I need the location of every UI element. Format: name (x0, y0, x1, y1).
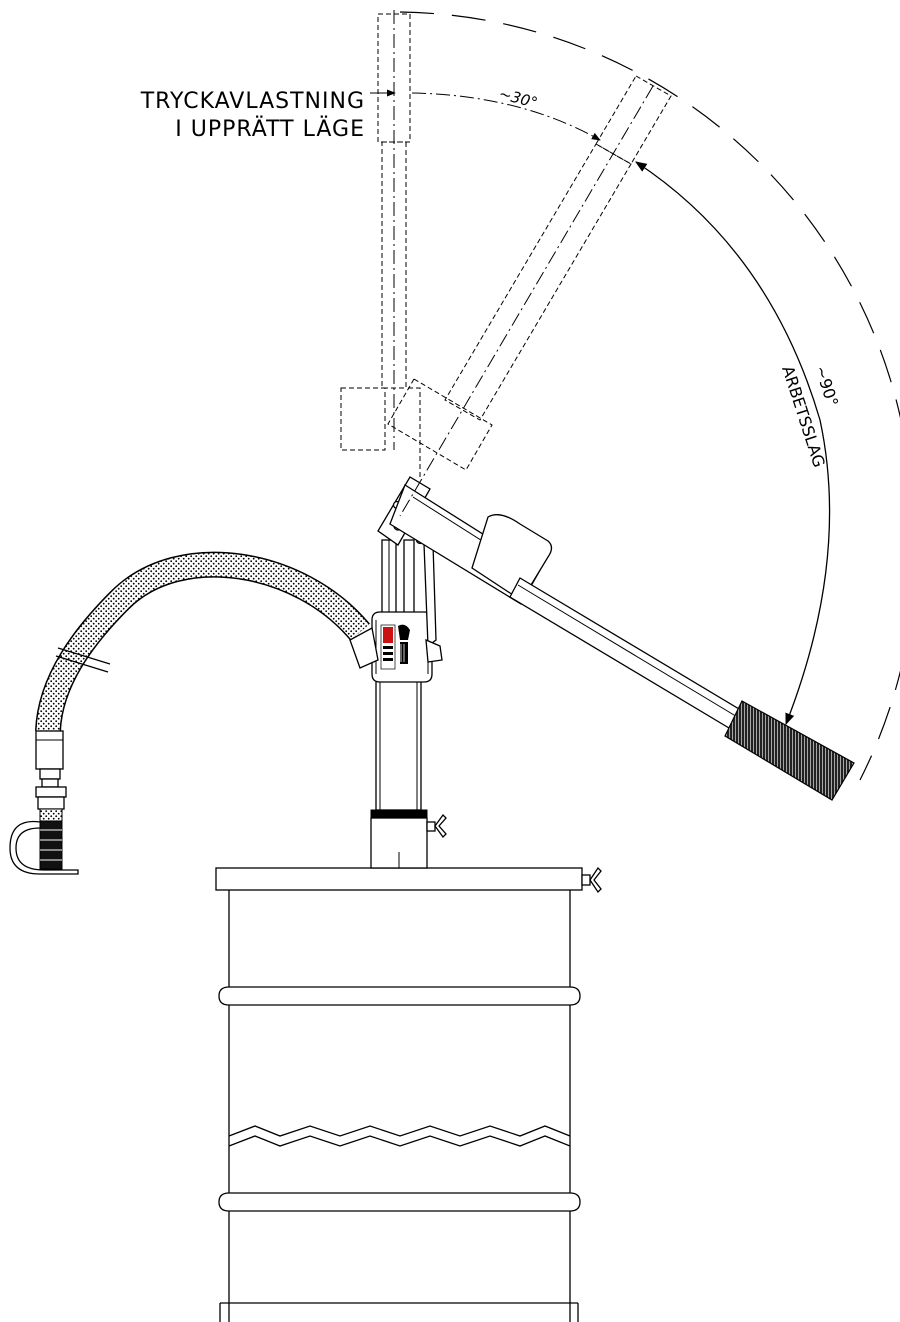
drum (215, 866, 602, 1322)
drum-break-line (228, 1125, 571, 1137)
handle-socket (471, 514, 553, 597)
hose-break-mark-2 (55, 655, 109, 673)
brand-logo-icon (398, 624, 410, 640)
handle-lever (389, 484, 745, 732)
pump-tube (375, 539, 422, 811)
handle-upright-phantom (340, 10, 421, 480)
drum-rib-upper (218, 986, 581, 1006)
coupler-clamp (9, 820, 79, 875)
adapter-wing-nut (426, 814, 447, 838)
arc-outer (399, 11, 900, 781)
angle-upright-label: ~30° (497, 84, 539, 112)
drum-lid (215, 867, 583, 891)
braided-hose (35, 551, 379, 788)
angle-stroke-label: ~90° (811, 363, 842, 409)
drum-break-line-lower (228, 1135, 571, 1147)
arc-30 (411, 92, 601, 141)
handle-30deg-phantom (387, 75, 672, 517)
bung-adapter (370, 809, 447, 869)
hose-break-mark-1 (57, 647, 111, 665)
lid-wing-nut (581, 866, 602, 894)
drum-rib-lower (218, 1192, 581, 1212)
pressure-relief-line1: TRYCKAVLASTNING (140, 89, 365, 114)
angle-arcs (370, 11, 900, 781)
arc-90 (635, 161, 831, 726)
pressure-relief-line2: I UPPRÄTT LÄGE (175, 116, 365, 142)
pump-head (371, 611, 433, 683)
grease-coupler (9, 786, 79, 875)
